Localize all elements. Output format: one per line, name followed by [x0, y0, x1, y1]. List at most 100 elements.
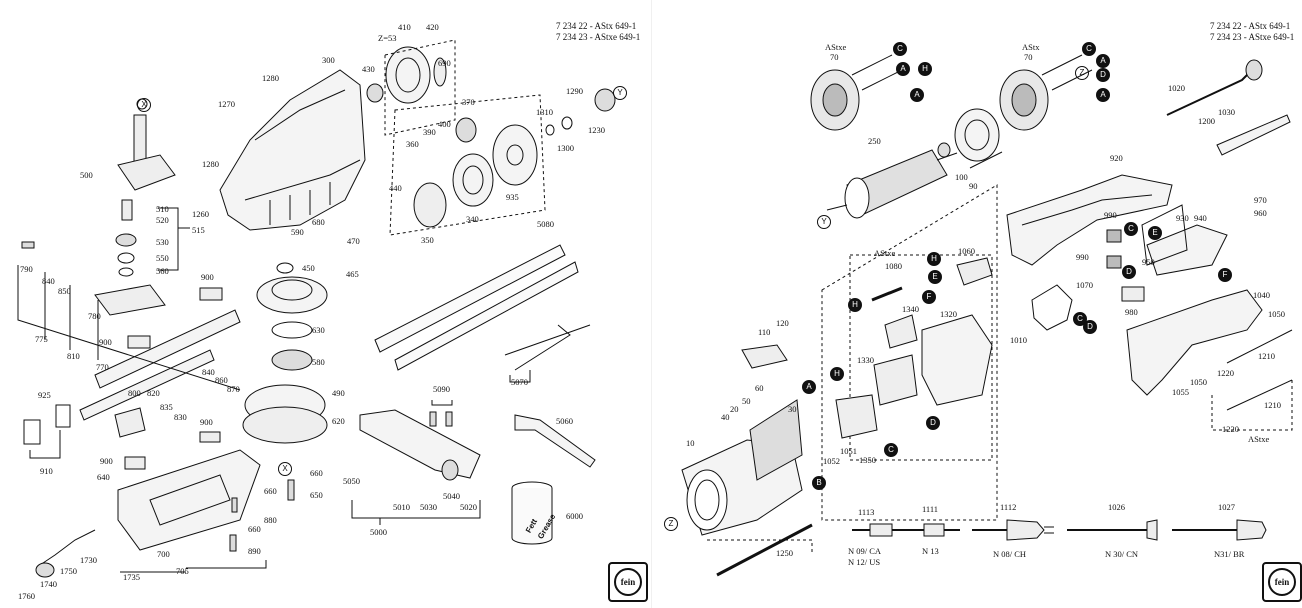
plug-label: N 30/ CN	[1105, 549, 1139, 559]
connector-d: D	[926, 416, 940, 430]
part-label: 1270	[218, 99, 235, 109]
part-label: 1220	[1217, 368, 1234, 378]
part-label: 1040	[1253, 290, 1270, 300]
part-label: 10	[686, 438, 695, 448]
variant-label: AStxe	[825, 42, 847, 52]
part-label: 5090	[433, 384, 450, 394]
part-label: 1200	[1198, 116, 1215, 126]
part-label: 1210	[1264, 400, 1281, 410]
part-label: 780	[88, 311, 101, 321]
connector-c: C	[893, 42, 907, 56]
connector-d: D	[1096, 68, 1110, 82]
variant-label: AStxe	[1248, 434, 1270, 444]
guide-bar-2	[79, 349, 215, 421]
right-drawing	[681, 54, 1293, 577]
gear-ratio-label: Z=53	[378, 33, 397, 43]
part-label: 5050	[343, 476, 360, 486]
part-label: 1112	[1000, 502, 1017, 512]
part-label: 490	[332, 388, 345, 398]
base-frame	[117, 449, 261, 551]
part-label: 370	[462, 97, 475, 107]
part-label: 1010	[1010, 335, 1027, 345]
plug-label: N 13	[922, 546, 939, 556]
axis-y-marker: Y	[613, 86, 627, 100]
part-label: 5030	[420, 502, 437, 512]
part-label: 470	[347, 236, 360, 246]
part-label: 700	[157, 549, 170, 559]
part-label: 1070	[1076, 280, 1093, 290]
part-label: 1310	[536, 107, 553, 117]
part-label: 950	[1142, 257, 1155, 267]
part-label: 630	[312, 325, 325, 335]
part-label: 810	[67, 351, 80, 361]
part-label: 775	[35, 334, 48, 344]
part-label: 830	[174, 412, 187, 422]
part-label: 960	[1254, 208, 1267, 218]
part-label: 925	[38, 390, 51, 400]
part-label: 390	[423, 127, 436, 137]
header-line-2: 7 234 23 - AStxe 649-1	[556, 32, 641, 42]
part-label: 840	[202, 367, 215, 377]
bevel-gear	[256, 276, 328, 314]
part-label: 350	[421, 235, 434, 245]
connector-d: D	[1122, 265, 1136, 279]
part-label: 1760	[18, 591, 35, 601]
part-label: 440	[389, 183, 402, 193]
header-line-2-right: 7 234 23 - AStxe 649-1	[1210, 32, 1295, 42]
connector-a: A	[1096, 54, 1110, 68]
part-label: 520	[156, 215, 169, 225]
part-label: 660	[264, 486, 277, 496]
part-label: 940	[1194, 213, 1207, 223]
part-label: 60	[755, 383, 764, 393]
part-label: 1740	[40, 579, 57, 589]
part-label: 410	[398, 22, 411, 32]
part-label: 900	[200, 417, 213, 427]
part-label: 20	[730, 404, 739, 414]
saw-blade-1	[374, 244, 566, 353]
part-label: 990	[1076, 252, 1089, 262]
header-line-1-right: 7 234 22 - AStx 649-1	[1210, 21, 1291, 31]
part-label: 980	[1125, 307, 1138, 317]
connector-h: H	[848, 298, 862, 312]
part-label: 1730	[80, 555, 97, 565]
variant-label: AStx	[1022, 42, 1040, 52]
left-exploded-view: 7 234 22 - AStx 649-1 7 234 23 - AStxe 6…	[17, 21, 648, 602]
part-label: 1220	[1222, 424, 1239, 434]
part-label: 400	[438, 119, 451, 129]
part-label: 110	[758, 327, 771, 337]
part-label: 560	[156, 266, 169, 276]
part-label: 5010	[393, 502, 410, 512]
gear-340	[452, 153, 494, 207]
part-label: 900	[99, 337, 112, 347]
part-label: 340	[466, 214, 479, 224]
connector-c: C	[1082, 42, 1096, 56]
connector-f: F	[1218, 268, 1232, 282]
part-label: 1111	[922, 504, 939, 514]
part-label: 550	[156, 253, 169, 263]
part-label: 620	[332, 416, 345, 426]
part-label: 690	[438, 58, 451, 68]
axis-y-marker-right: Y	[817, 215, 831, 229]
spindle-crank	[117, 154, 176, 191]
part-label: 5080	[537, 219, 554, 229]
part-label: 920	[1110, 153, 1123, 163]
gear-housing	[219, 69, 366, 231]
part-label: 1230	[588, 125, 605, 135]
part-label: 1300	[557, 143, 574, 153]
part-label: 770	[96, 362, 109, 372]
part-label: 860	[215, 375, 228, 385]
part-label: 1250	[776, 548, 793, 558]
part-label: 1290	[566, 86, 583, 96]
connector-h: H	[927, 252, 941, 266]
part-label: 100	[955, 172, 968, 182]
part-label: 50	[742, 396, 751, 406]
part-label: 1320	[940, 309, 957, 319]
variant-label: AStxe	[874, 248, 896, 258]
connector-c: C	[884, 443, 898, 457]
saw-blade-2	[394, 261, 579, 371]
base-plate-620	[242, 406, 328, 444]
part-label: 1060	[958, 246, 975, 256]
flange-935	[492, 124, 538, 186]
wrench	[514, 414, 596, 468]
part-label: 640	[97, 472, 110, 482]
